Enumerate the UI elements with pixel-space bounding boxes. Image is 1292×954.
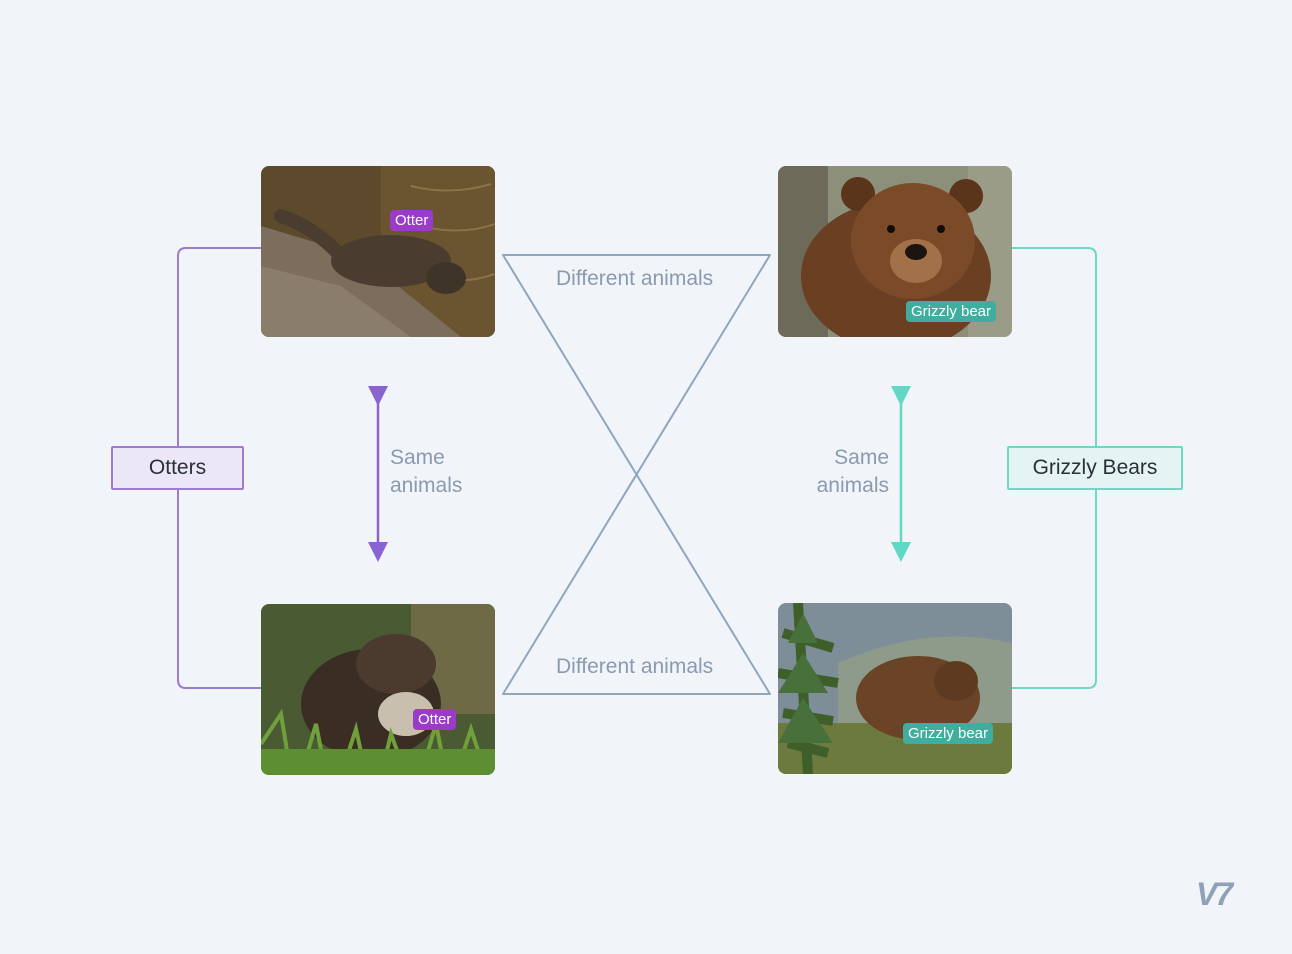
otter-tag-top: Otter: [390, 210, 434, 231]
v7-logo: V7: [1196, 876, 1233, 912]
otter-photo-bottom: Otter: [261, 604, 495, 775]
same-animals-left-line2: animals: [390, 474, 463, 497]
bear-photo-top: Grizzly bear: [778, 166, 1012, 337]
otters-bracket-line: [177, 247, 262, 689]
same-animals-left-line1: Same: [390, 446, 445, 469]
otter-tag-bottom: Otter: [413, 709, 457, 730]
different-animals-bottom-label: Different animals: [556, 655, 714, 678]
same-animals-left-label: Same animals: [390, 444, 462, 500]
grizzly-bears-group-label: Grizzly Bears: [1007, 446, 1183, 490]
bear-photo-bottom: Grizzly bear: [778, 603, 1012, 774]
same-animals-right-line1: Same: [834, 446, 889, 469]
otters-group-label: Otters: [111, 446, 244, 490]
bear-tag-bottom: Grizzly bear: [903, 723, 994, 744]
different-animals-lines: [502, 254, 771, 695]
otter-photo-top: Otter: [261, 166, 495, 337]
bears-bracket-line: [1012, 247, 1097, 689]
same-animals-right-line2: animals: [816, 474, 889, 497]
bear-tag-top: Grizzly bear: [906, 301, 997, 322]
same-animals-right-label: Same animals: [780, 444, 889, 500]
different-animals-top-label: Different animals: [556, 267, 714, 290]
